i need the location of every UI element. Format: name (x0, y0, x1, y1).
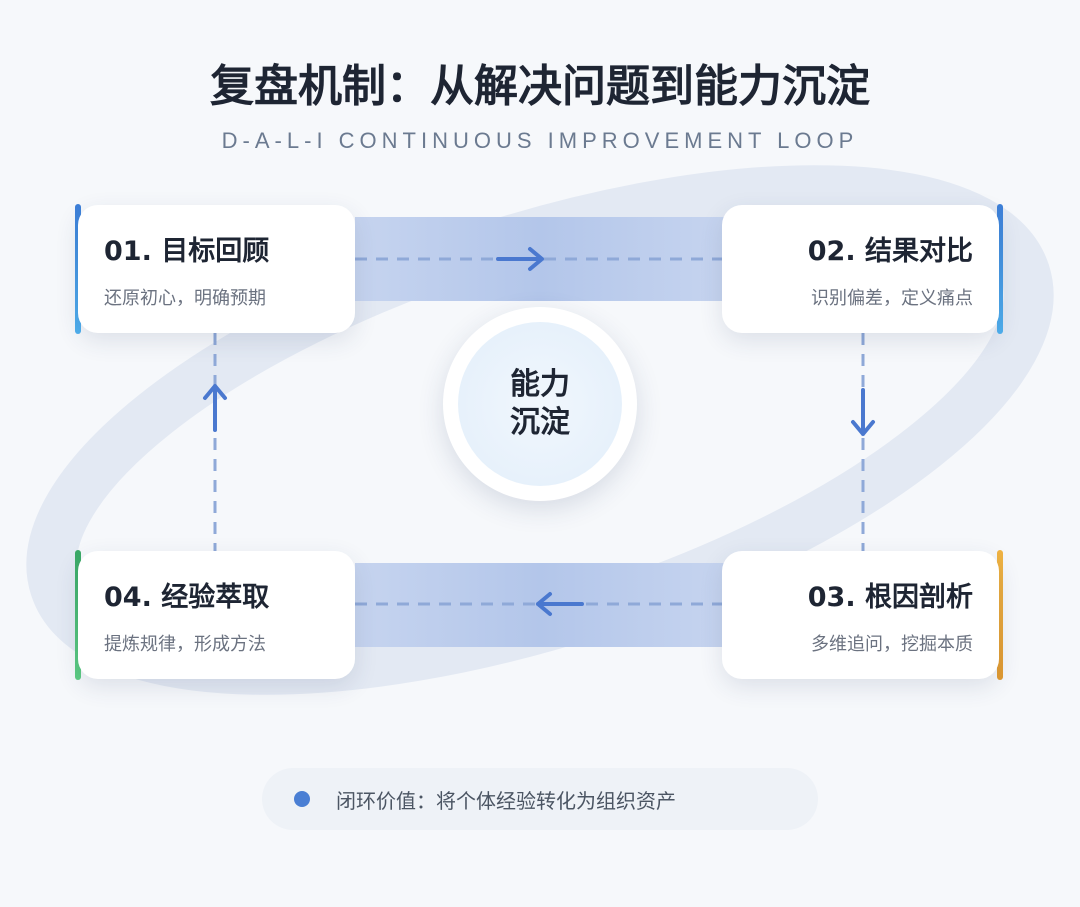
step-title: 03. 根因剖析 (807, 582, 973, 613)
step-desc: 多维追问，挖掘本质 (811, 634, 973, 655)
step-title: 01. 目标回顾 (104, 236, 270, 267)
center-label-line2: 沉淀 (510, 405, 570, 440)
step-desc: 识别偏差，定义痛点 (811, 288, 973, 309)
step-card-4: 04. 经验萃取 提炼规律，形成方法 (78, 551, 355, 679)
arrow-right-icon (496, 247, 544, 271)
accent-bar-step-3 (997, 550, 1003, 680)
page-subtitle: D-A-L-I CONTINUOUS IMPROVEMENT LOOP (221, 128, 859, 153)
bullet-dot-icon (294, 791, 310, 807)
center-label-line1: 能力 (510, 367, 570, 402)
step-desc: 提炼规律，形成方法 (104, 634, 266, 655)
step-card-3: 03. 根因剖析 多维追问，挖掘本质 (722, 551, 999, 679)
footer-pill: 闭环价值：将个体经验转化为组织资产 (262, 768, 818, 830)
step-card-1: 01. 目标回顾 还原初心，明确预期 (78, 205, 355, 333)
step-desc: 还原初心，明确预期 (104, 288, 266, 309)
page-title: 复盘机制：从解决问题到能力沉淀 (210, 61, 870, 112)
step-card-2: 02. 结果对比 识别偏差，定义痛点 (722, 205, 999, 333)
center-circle: 能力 沉淀 (443, 307, 637, 501)
step-title: 02. 结果对比 (807, 236, 973, 267)
accent-bar-step-2 (997, 204, 1003, 334)
arrow-left-icon (536, 592, 584, 616)
arrow-up-icon (203, 384, 227, 432)
arrow-down-icon (851, 388, 875, 436)
footer-text: 闭环价值：将个体经验转化为组织资产 (336, 788, 676, 813)
step-title: 04. 经验萃取 (104, 582, 270, 613)
